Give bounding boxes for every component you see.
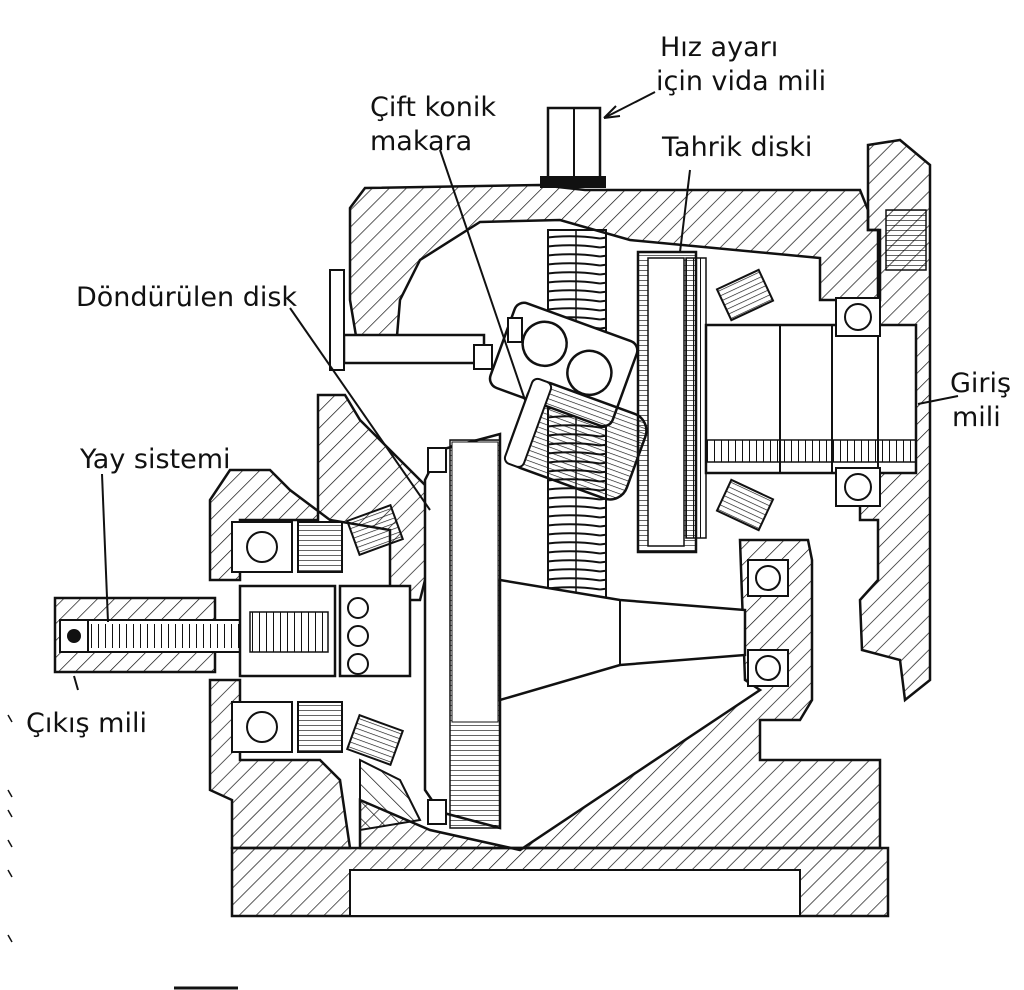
leader-double-cone xyxy=(439,149,526,401)
double-cone-roller xyxy=(488,301,648,501)
side-bracket xyxy=(329,269,523,371)
leader-speed-screw xyxy=(603,91,656,119)
label-drive-disk: Tahrik diski xyxy=(662,132,813,163)
leader-lines xyxy=(73,91,959,691)
label-spring-system: Yay sistemi xyxy=(80,444,231,475)
leader-drive-disk xyxy=(679,169,691,253)
input-shaft xyxy=(704,209,927,475)
label-driven-disk: Döndürülen disk xyxy=(76,282,298,313)
margin-marks xyxy=(7,714,238,990)
leader-spring-system xyxy=(101,473,109,623)
leader-input-shaft xyxy=(917,395,959,405)
arrowhead-speed-screw xyxy=(603,105,621,119)
output-bearings xyxy=(231,503,405,767)
input-bearings xyxy=(715,268,881,687)
label-speed-screw-line2: için vida mili xyxy=(656,66,827,97)
label-output-shaft: Çıkış mili xyxy=(26,708,147,739)
label-input-shaft-line1: Giriş xyxy=(950,368,1012,399)
driven-disk xyxy=(423,432,747,830)
label-double-cone-line2: makara xyxy=(370,126,473,157)
label-double-cone-line1: Çift konik xyxy=(370,92,496,123)
label-input-shaft-line2: mili xyxy=(952,402,1001,433)
label-speed-screw-line1: Hız ayarı xyxy=(660,32,779,63)
leader-output-shaft xyxy=(73,675,79,691)
drive-disk xyxy=(636,250,707,554)
output-shaft xyxy=(53,584,412,678)
main-housing xyxy=(208,138,932,852)
leader-driven-disk xyxy=(289,307,431,511)
base-plate xyxy=(230,846,890,918)
